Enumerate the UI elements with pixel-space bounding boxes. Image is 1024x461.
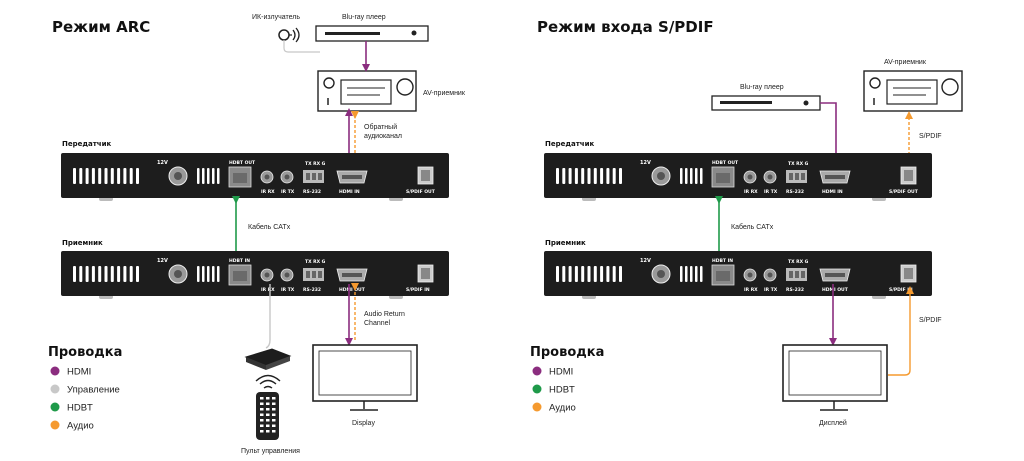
hdbt-port-label: HDBT OUT bbox=[712, 160, 739, 166]
display-spdif: Дисплей bbox=[782, 344, 888, 427]
spdif-port-label: S/PDIF OUT bbox=[889, 189, 919, 195]
receiver-device-spdif: 12V HDBT IN IR RX IR TX TX RX G RS-232 HDMI OU… bbox=[544, 251, 932, 299]
arc-label-1: Audio Return bbox=[364, 311, 405, 318]
arc-title: Режим ARC bbox=[52, 18, 150, 36]
cat-cable-label-arc: Кабель CATx bbox=[248, 223, 291, 231]
legend-swatch bbox=[50, 402, 60, 412]
display-arc: Display bbox=[312, 344, 418, 427]
transmitter-device-spdif: 12V HDBT OUT IR RX IR TX TX RX G RS-232 HDMI I… bbox=[544, 153, 932, 201]
ir-receiver bbox=[244, 348, 292, 370]
hdbt-port-label: HDBT IN bbox=[229, 258, 250, 264]
transmitter-device-arc: 12V HDBT OUT IR RX IR TX TX RX G RS-232 HDMI I… bbox=[61, 153, 449, 201]
spdif-top-label: S/PDIF bbox=[919, 133, 942, 140]
bluray-label-arc: Blu-ray плеер bbox=[342, 14, 386, 21]
device-body bbox=[544, 153, 932, 198]
arc-panel: Режим ARC ИК-излучатель Blu-ray плеер bbox=[48, 14, 466, 455]
power-label: 12V bbox=[640, 258, 651, 264]
txrxg-label: TX RX G bbox=[788, 259, 809, 265]
cat-cable-label-spdif: Кабель CATx bbox=[731, 223, 774, 231]
rs232-label: RS-232 bbox=[303, 189, 321, 195]
bluray-player-arc: Blu-ray плеер bbox=[315, 14, 429, 42]
bluray-label-spdif: Blu-ray плеер bbox=[740, 84, 784, 91]
audio-line-display-rx bbox=[888, 286, 914, 376]
remote-label: Пульт управления bbox=[241, 448, 300, 455]
ir-rx-label: IR RX bbox=[261, 287, 275, 293]
legend-swatch bbox=[50, 420, 60, 430]
ir-rx-label: IR RX bbox=[744, 287, 758, 293]
av-receiver-label-spdif: AV-приемник bbox=[884, 59, 927, 66]
receiver-title-spdif: Приемник bbox=[545, 239, 586, 247]
rs232-label: RS-232 bbox=[303, 287, 321, 293]
receiver-device-arc: 12V HDBT IN IR RX IR TX TX RX G RS-232 HDMI OU… bbox=[61, 251, 449, 299]
hdmi-port-label: HDMI OUT bbox=[339, 287, 366, 293]
legend-item-label: HDMI bbox=[67, 367, 91, 378]
device-body bbox=[544, 251, 932, 296]
txrxg-label: TX RX G bbox=[305, 161, 326, 167]
transmitter-title-spdif: Передатчик bbox=[545, 140, 595, 148]
power-label: 12V bbox=[640, 160, 651, 166]
ir-emitter: ИК-излучатель bbox=[252, 14, 320, 53]
legend-title-spdif: Проводка bbox=[530, 345, 604, 360]
spdif-title: Режим входа S/PDIF bbox=[537, 18, 714, 36]
hdbt-port-label: HDBT OUT bbox=[229, 160, 256, 166]
power-label: 12V bbox=[157, 160, 168, 166]
spdif-port-label: S/PDIF IN bbox=[889, 287, 913, 293]
ir-rx-label: IR RX bbox=[261, 189, 275, 195]
legend-swatch bbox=[532, 366, 542, 376]
hdbt-port-label: HDBT IN bbox=[712, 258, 733, 264]
power-label: 12V bbox=[157, 258, 168, 264]
spdif-port-label: S/PDIF OUT bbox=[406, 189, 436, 195]
display-label-arc: Display bbox=[352, 420, 375, 427]
legend-title-arc: Проводка bbox=[48, 345, 122, 360]
ir-emitter-label: ИК-излучатель bbox=[252, 14, 300, 21]
txrxg-label: TX RX G bbox=[305, 259, 326, 265]
remote-control: Пульт управления bbox=[241, 374, 300, 455]
hdmi-port-label: HDMI IN bbox=[822, 189, 843, 195]
legend-item-label: HDBT bbox=[67, 403, 93, 414]
hdmi-port-label: HDMI IN bbox=[339, 189, 360, 195]
av-receiver-arc: AV-приемник bbox=[317, 70, 466, 112]
legend-item-label: Аудио bbox=[67, 421, 94, 432]
receiver-title-arc: Приемник bbox=[62, 239, 103, 247]
ir-tx-label: IR TX bbox=[281, 287, 295, 293]
legend-item-label: Управление bbox=[67, 385, 120, 396]
legend-item-label: Аудио bbox=[549, 403, 576, 414]
spdif-panel: Режим входа S/PDIF AV-приемник Blu-ray п… bbox=[530, 18, 963, 427]
ir-tx-label: IR TX bbox=[764, 189, 778, 195]
legend-item-label: HDMI bbox=[549, 367, 573, 378]
legend-swatch bbox=[532, 384, 542, 394]
av-receiver-spdif: AV-приемник bbox=[863, 59, 963, 112]
spdif-port-label: S/PDIF IN bbox=[406, 287, 430, 293]
legend-item-label: HDBT bbox=[549, 385, 575, 396]
rs232-label: RS-232 bbox=[786, 189, 804, 195]
ir-rx-label: IR RX bbox=[744, 189, 758, 195]
legend-swatch bbox=[532, 402, 542, 412]
control-line-arc bbox=[265, 284, 271, 349]
arc-label-2: Channel bbox=[364, 320, 391, 327]
legend-swatch bbox=[50, 384, 60, 394]
transmitter-title-arc: Передатчик bbox=[62, 140, 112, 148]
legend-swatch bbox=[50, 366, 60, 376]
return-audio-label-2: аудиоканал bbox=[364, 133, 402, 140]
spdif-bottom-label: S/PDIF bbox=[919, 317, 942, 324]
ir-tx-label: IR TX bbox=[281, 189, 295, 195]
rs232-label: RS-232 bbox=[786, 287, 804, 293]
legend-spdif: Проводка HDMI HDBT Аудио bbox=[530, 345, 604, 414]
device-body bbox=[61, 153, 449, 198]
hdmi-port-label: HDMI OUT bbox=[822, 287, 849, 293]
txrxg-label: TX RX G bbox=[788, 161, 809, 167]
display-label-spdif: Дисплей bbox=[819, 419, 847, 427]
return-audio-label-1: Обратный bbox=[364, 123, 397, 131]
av-receiver-label-arc: AV-приемник bbox=[423, 90, 466, 97]
bluray-player-spdif: Blu-ray плеер bbox=[711, 84, 821, 111]
ir-tx-label: IR TX bbox=[764, 287, 778, 293]
hdmi-line-bluray-tx bbox=[820, 102, 840, 172]
